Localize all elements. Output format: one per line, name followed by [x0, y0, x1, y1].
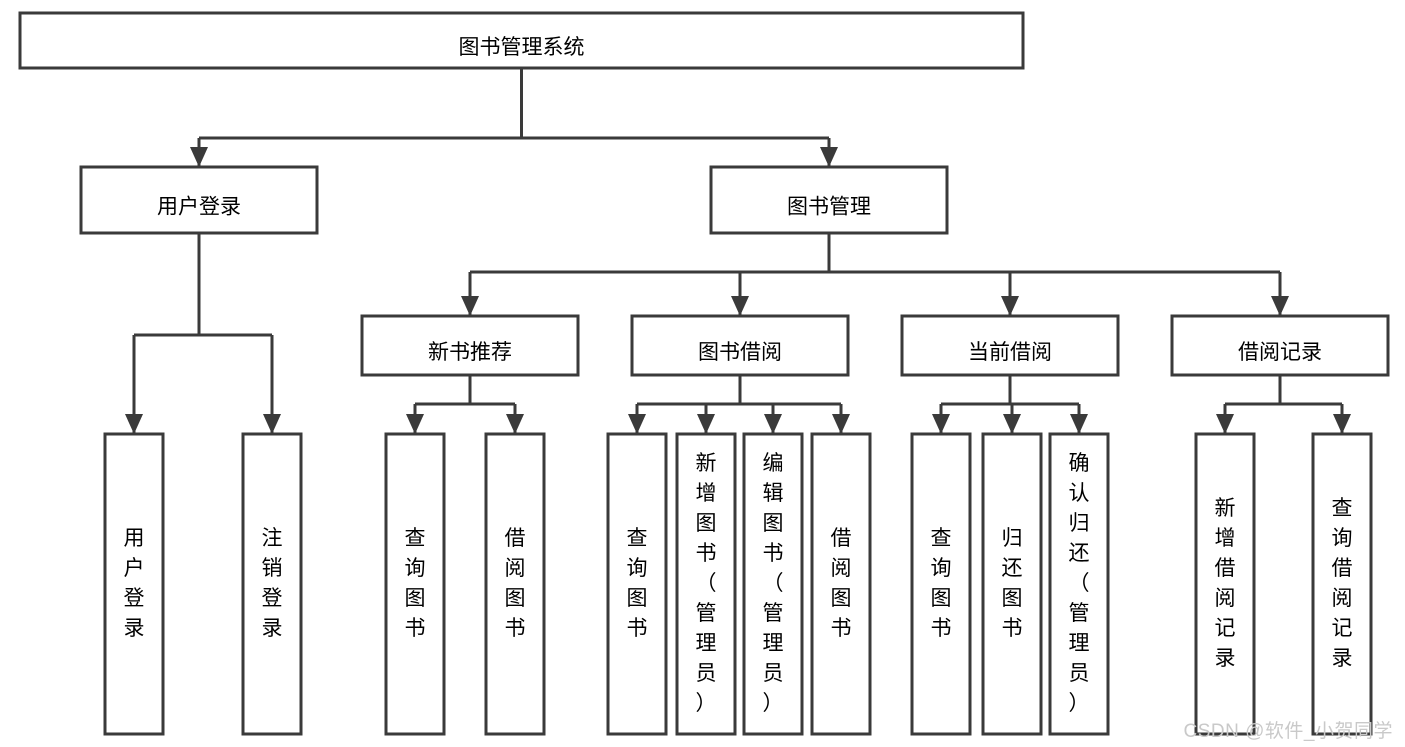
arrow-head-icon — [1216, 414, 1234, 434]
node-box-leaf-borrow-book-1 — [484, 432, 546, 736]
node-box-leaf-confirm-return — [1048, 432, 1110, 736]
node-leaf-query-book-3[interactable]: 查询图书 — [910, 432, 972, 736]
node-box-user-login — [79, 165, 319, 235]
node-box-leaf-return-book — [981, 432, 1043, 736]
arrow-head-icon — [1333, 414, 1351, 434]
node-box-book-manage — [709, 165, 949, 235]
node-label-leaf-add-record: 新增借阅记录 — [1215, 497, 1236, 670]
node-leaf-borrow-book-2[interactable]: 借阅图书 — [810, 432, 872, 736]
node-user-login[interactable]: 用户登录 — [79, 165, 319, 235]
arrow-head-icon — [1070, 414, 1088, 434]
node-label-root: 图书管理系统 — [459, 36, 585, 59]
node-box-leaf-query-book-2 — [606, 432, 668, 736]
node-leaf-add-record[interactable]: 新增借阅记录 — [1194, 432, 1256, 736]
node-label-book-borrow: 图书借阅 — [698, 341, 782, 364]
node-label-leaf-user-login: 用户登录 — [124, 527, 145, 640]
node-label-book-manage: 图书管理 — [787, 196, 871, 219]
node-leaf-add-book[interactable]: 新增图书（管理员） — [675, 432, 737, 736]
arrow-head-icon — [832, 414, 850, 434]
node-label-leaf-add-book: 新增图书（管理员） — [696, 452, 717, 715]
node-leaf-edit-book[interactable]: 编辑图书（管理员） — [742, 432, 804, 736]
node-label-leaf-confirm-return: 确认归还（管理员） — [1069, 452, 1090, 715]
node-box-borrow-record — [1170, 314, 1390, 377]
node-new-book-recommend[interactable]: 新书推荐 — [360, 314, 580, 377]
arrow-head-icon — [263, 414, 281, 434]
node-box-leaf-borrow-book-2 — [810, 432, 872, 736]
node-root[interactable]: 图书管理系统 — [18, 11, 1025, 70]
node-label-leaf-query-book-2: 查询图书 — [627, 527, 648, 640]
arrow-head-icon — [628, 414, 646, 434]
node-box-leaf-logout — [241, 432, 303, 736]
arrow-head-icon — [506, 414, 524, 434]
arrow-head-icon — [461, 296, 479, 316]
node-label-user-login: 用户登录 — [157, 196, 241, 219]
arrow-head-icon — [1003, 414, 1021, 434]
node-leaf-logout[interactable]: 注销登录 — [241, 432, 303, 736]
node-leaf-query-book-2[interactable]: 查询图书 — [606, 432, 668, 736]
node-label-leaf-query-book-3: 查询图书 — [931, 527, 952, 640]
arrow-head-icon — [1271, 296, 1289, 316]
arrow-head-icon — [1001, 296, 1019, 316]
arrow-head-icon — [125, 414, 143, 434]
arrow-head-icon — [731, 296, 749, 316]
arrow-head-icon — [406, 414, 424, 434]
arrow-head-icon — [764, 414, 782, 434]
connectors-layer — [125, 68, 1351, 434]
node-label-leaf-query-book-1: 查询图书 — [405, 527, 426, 640]
node-leaf-query-book-1[interactable]: 查询图书 — [384, 432, 446, 736]
node-label-leaf-return-book: 归还图书 — [1002, 527, 1023, 640]
node-current-borrow[interactable]: 当前借阅 — [900, 314, 1120, 377]
node-label-leaf-edit-book: 编辑图书（管理员） — [763, 452, 784, 715]
node-book-manage[interactable]: 图书管理 — [709, 165, 949, 235]
arrow-head-icon — [820, 147, 838, 167]
node-label-leaf-borrow-book-2: 借阅图书 — [831, 527, 852, 640]
node-box-current-borrow — [900, 314, 1120, 377]
nodes-layer: 图书管理系统用户登录图书管理新书推荐图书借阅当前借阅借阅记录用户登录注销登录查询… — [18, 11, 1390, 736]
node-box-leaf-query-record — [1311, 432, 1373, 736]
node-box-leaf-add-record — [1194, 432, 1256, 736]
node-label-borrow-record: 借阅记录 — [1238, 341, 1322, 364]
node-label-leaf-query-record: 查询借阅记录 — [1332, 497, 1353, 670]
arrow-head-icon — [697, 414, 715, 434]
node-label-current-borrow: 当前借阅 — [968, 341, 1052, 364]
arrow-head-icon — [190, 147, 208, 167]
node-box-root — [18, 11, 1025, 70]
node-box-book-borrow — [630, 314, 850, 377]
node-leaf-borrow-book-1[interactable]: 借阅图书 — [484, 432, 546, 736]
node-leaf-user-login[interactable]: 用户登录 — [103, 432, 165, 736]
node-label-leaf-logout: 注销登录 — [262, 527, 283, 640]
node-box-leaf-add-book — [675, 432, 737, 736]
node-leaf-query-record[interactable]: 查询借阅记录 — [1311, 432, 1373, 736]
node-label-new-book-recommend: 新书推荐 — [428, 341, 512, 364]
node-box-leaf-query-book-3 — [910, 432, 972, 736]
arrow-head-icon — [932, 414, 950, 434]
node-box-leaf-query-book-1 — [384, 432, 446, 736]
node-book-borrow[interactable]: 图书借阅 — [630, 314, 850, 377]
node-box-leaf-edit-book — [742, 432, 804, 736]
node-leaf-confirm-return[interactable]: 确认归还（管理员） — [1048, 432, 1110, 736]
node-leaf-return-book[interactable]: 归还图书 — [981, 432, 1043, 736]
node-box-leaf-user-login — [103, 432, 165, 736]
node-borrow-record[interactable]: 借阅记录 — [1170, 314, 1390, 377]
node-label-leaf-borrow-book-1: 借阅图书 — [505, 527, 526, 640]
node-box-new-book-recommend — [360, 314, 580, 377]
